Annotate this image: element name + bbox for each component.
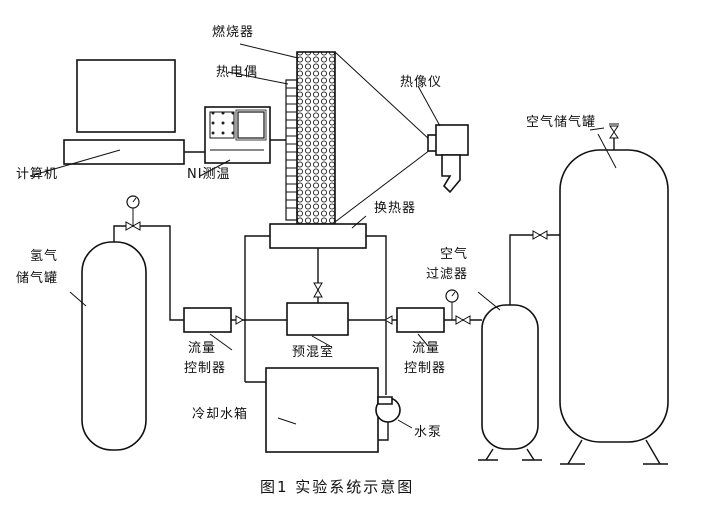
air-tank-legs (560, 439, 668, 465)
flow-controller-right (396, 307, 445, 333)
label-flow-controller-left-line2: 控制器 (184, 361, 226, 376)
computer-monitor (76, 59, 176, 133)
label-hydrogen-line2: 储气罐 (16, 270, 58, 286)
cooling-return-line (244, 235, 270, 382)
label-thermocouple: 热电偶 (216, 65, 258, 80)
hydrogen-tank (81, 241, 147, 451)
label-burner: 燃烧器 (212, 24, 254, 40)
air-tank-filter-pipe (509, 234, 562, 305)
label-flow-controller-right-line2: 控制器 (404, 361, 446, 376)
ni-temperature-module (204, 106, 271, 164)
water-pump (375, 396, 401, 441)
label-cooling-water-tank: 冷却水箱 (192, 406, 248, 422)
label-premix-chamber: 预混室 (292, 344, 334, 360)
air-storage-tank (559, 149, 669, 443)
figure-caption: 图1 实验系统示意图 (260, 478, 414, 496)
thermal-camera (334, 51, 469, 223)
label-air-filter-line2: 过滤器 (426, 267, 468, 282)
computer (63, 59, 185, 165)
label-flow-controller-right-line1: 流量 (412, 341, 440, 356)
label-air-storage-tank: 空气储气罐 (526, 114, 596, 130)
hydrogen-valve-gauge (113, 195, 184, 321)
label-hydrogen-line1: 氢气 (30, 248, 58, 264)
label-water-pump: 水泵 (414, 425, 442, 440)
heat-exchanger (269, 223, 367, 249)
air-valve-gauge (444, 289, 482, 325)
thermocouple-array (285, 79, 298, 221)
cooling-supply-line (366, 235, 387, 395)
air-filter (481, 304, 539, 450)
label-computer: 计算机 (16, 167, 58, 182)
label-ni-temperature: NI测温 (187, 167, 231, 182)
label-thermal-camera: 热像仪 (400, 75, 442, 90)
leader-lines (29, 43, 617, 429)
burner-column (296, 51, 336, 225)
label-heat-exchanger: 换热器 (374, 201, 416, 216)
label-air-filter-line1: 空气 (440, 246, 468, 262)
air-tank-relief-valve (609, 123, 619, 150)
flow-controller-left (183, 307, 232, 333)
premix-chamber (286, 302, 349, 336)
computer-base (63, 139, 185, 165)
label-flow-controller-left-line1: 流量 (188, 341, 216, 356)
cooling-water-tank (265, 367, 379, 453)
